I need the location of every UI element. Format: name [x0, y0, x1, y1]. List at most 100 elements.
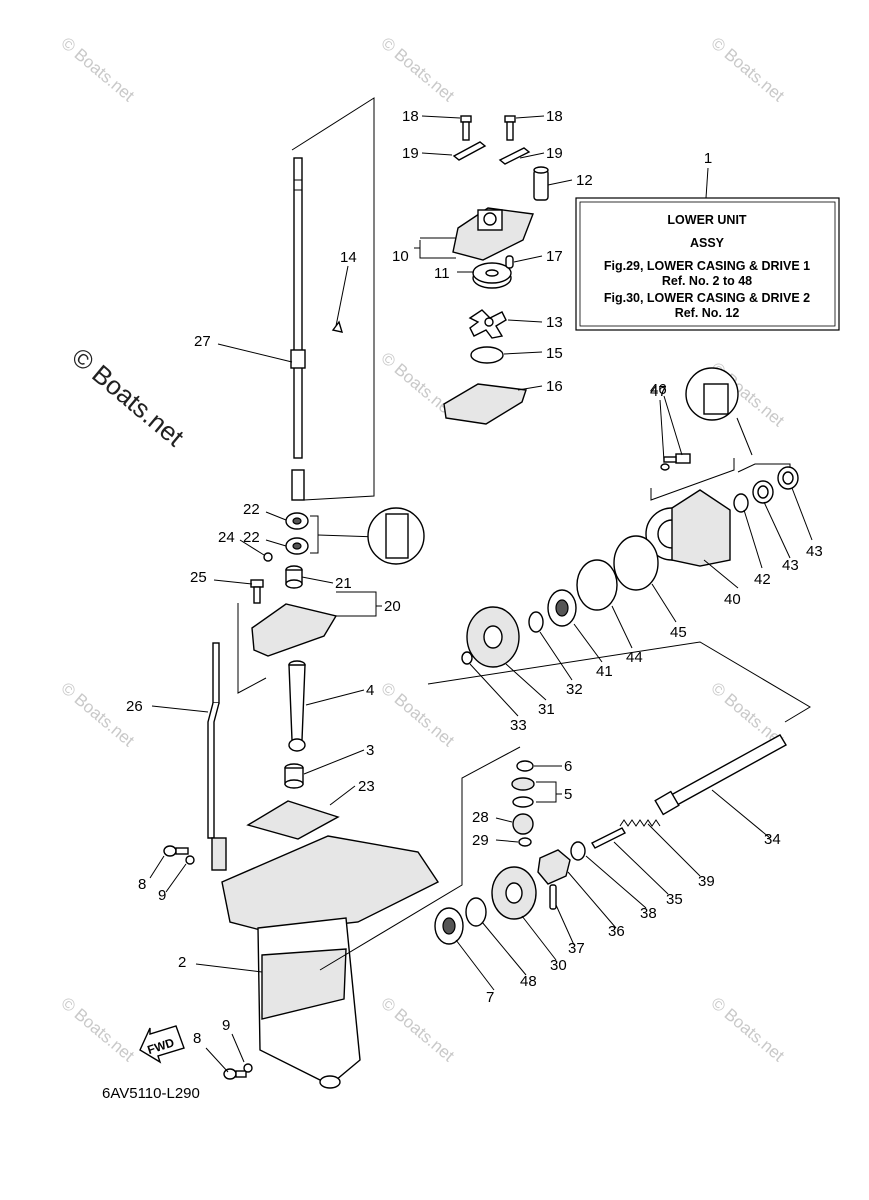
- watermark-text: © Boats.net: [707, 34, 788, 106]
- callout-label: 12: [576, 172, 593, 189]
- info-box-line: Fig.29, LOWER CASING & DRIVE 1: [604, 259, 810, 273]
- callout-label: 16: [546, 378, 563, 395]
- forward-shim-part: [465, 897, 487, 927]
- callout-label: 10: [392, 248, 409, 265]
- callout-label: 15: [546, 345, 563, 362]
- ball-bearing-part: [547, 589, 577, 627]
- propeller-shaft-part: [654, 734, 787, 816]
- callout-label: 22: [243, 529, 260, 546]
- callout-label: 44: [626, 649, 643, 666]
- callout-label: 20: [384, 598, 401, 615]
- leader-lines: [149, 115, 813, 1073]
- large-o-ring-part: [613, 535, 659, 591]
- watermark-text: © Boats.net: [377, 679, 458, 751]
- callout-label: 6: [564, 758, 572, 775]
- propeller-shaft-housing-part: [645, 489, 731, 567]
- housing-bolt-46-part: [660, 453, 691, 471]
- plate-part: [452, 141, 531, 165]
- info-box-line: LOWER UNIT: [667, 213, 747, 227]
- callout-label: 36: [608, 923, 625, 940]
- callout-label: 40: [724, 591, 741, 608]
- info-box-line: Ref. No. 2 to 48: [662, 274, 752, 288]
- outer-plate-part: [443, 383, 527, 425]
- watermark-text: © Boats.net: [377, 34, 458, 106]
- fwd-arrow-icon: [139, 1025, 185, 1064]
- shaft-group-bracket: [291, 97, 375, 501]
- callout-label: 21: [335, 575, 352, 592]
- cartridge-insert-part: [472, 262, 512, 289]
- callout-label: 31: [538, 701, 555, 718]
- callout-label: 43: [782, 557, 799, 574]
- o-ring-part: [470, 346, 504, 364]
- callout-label: 22: [243, 501, 260, 518]
- info-box-line: Fig.30, LOWER CASING & DRIVE 2: [604, 291, 810, 305]
- callout-label: 23: [358, 778, 375, 795]
- washer-part: [461, 651, 473, 665]
- callout-label: 47: [650, 383, 667, 400]
- callout-label: 11: [434, 265, 450, 282]
- watermark-large: © Boats.net: [66, 342, 190, 453]
- callout-label: 38: [640, 905, 657, 922]
- housing-bolt-part: [250, 579, 264, 604]
- callout-label: 34: [764, 831, 781, 848]
- spring-part: [619, 819, 661, 827]
- spring-ring-part: [570, 841, 586, 861]
- callout-label: 33: [510, 717, 527, 734]
- callout-label: 24: [218, 529, 235, 546]
- water-tube-part: [288, 660, 306, 752]
- callout-label: 42: [754, 571, 771, 588]
- watermark-text: © Boats.net: [57, 994, 138, 1066]
- callout-label: 45: [670, 624, 687, 641]
- bearing-part: [285, 512, 309, 555]
- diagram-code: 6AV5110-L290: [102, 1085, 200, 1102]
- bushing-part: [285, 565, 303, 589]
- callout-label: 2: [178, 954, 186, 971]
- callout-label: 19: [546, 145, 563, 162]
- callout-labels: 18 18 19 19 12 10 11 17 13 15 16 14 27 2…: [126, 108, 823, 1047]
- callout-label: 14: [340, 249, 357, 266]
- callout-label: 25: [190, 569, 207, 586]
- shim-part: [528, 611, 544, 633]
- parts-drawing: [139, 97, 811, 1089]
- callout-label: 28: [472, 809, 489, 826]
- watermark-text: © Boats.net: [707, 994, 788, 1066]
- thrust-bearing-part: [511, 760, 535, 808]
- forward-gear-part: [491, 866, 537, 920]
- callout-label: 8: [138, 876, 146, 893]
- callout-label: 3: [366, 742, 374, 759]
- small-o-ring-part: [263, 552, 273, 562]
- callout-label: 9: [222, 1017, 230, 1034]
- callout-label: 26: [126, 698, 143, 715]
- taper-bearing-part: [434, 907, 464, 945]
- pinion-part: [512, 813, 534, 835]
- bolt-part: [460, 115, 516, 141]
- info-box-line: Ref. No. 12: [675, 306, 740, 320]
- gasket-part: [246, 800, 340, 840]
- nut-part: [518, 837, 532, 847]
- oil-seal-part: [733, 466, 799, 513]
- watermark-text: © Boats.net: [57, 34, 138, 106]
- callout-label: 5: [564, 786, 572, 803]
- callout-label: 13: [546, 314, 563, 331]
- dog-clutch-part: [537, 849, 571, 885]
- watermark-text: © Boats.net: [377, 994, 458, 1066]
- reverse-gear-part: [466, 606, 520, 668]
- callout-label: 32: [566, 681, 583, 698]
- callout-label: 43: [806, 543, 823, 560]
- pin-part: [505, 255, 514, 269]
- bearing-housing-part: [251, 603, 338, 657]
- callout-label: 18: [546, 108, 563, 125]
- callout-label: 9: [158, 887, 166, 904]
- detail-zoom-circle-2: [685, 367, 753, 456]
- callout-label: 19: [402, 145, 419, 162]
- housing-group-bracket: [237, 603, 267, 694]
- grommet-part: [284, 763, 304, 789]
- callout-label: 37: [568, 940, 585, 957]
- info-box-line: ASSY: [690, 236, 725, 250]
- detail-zoom-circle: [317, 507, 425, 565]
- key-part: [331, 320, 344, 333]
- callout-label: 35: [666, 891, 683, 908]
- callout-label: 29: [472, 832, 489, 849]
